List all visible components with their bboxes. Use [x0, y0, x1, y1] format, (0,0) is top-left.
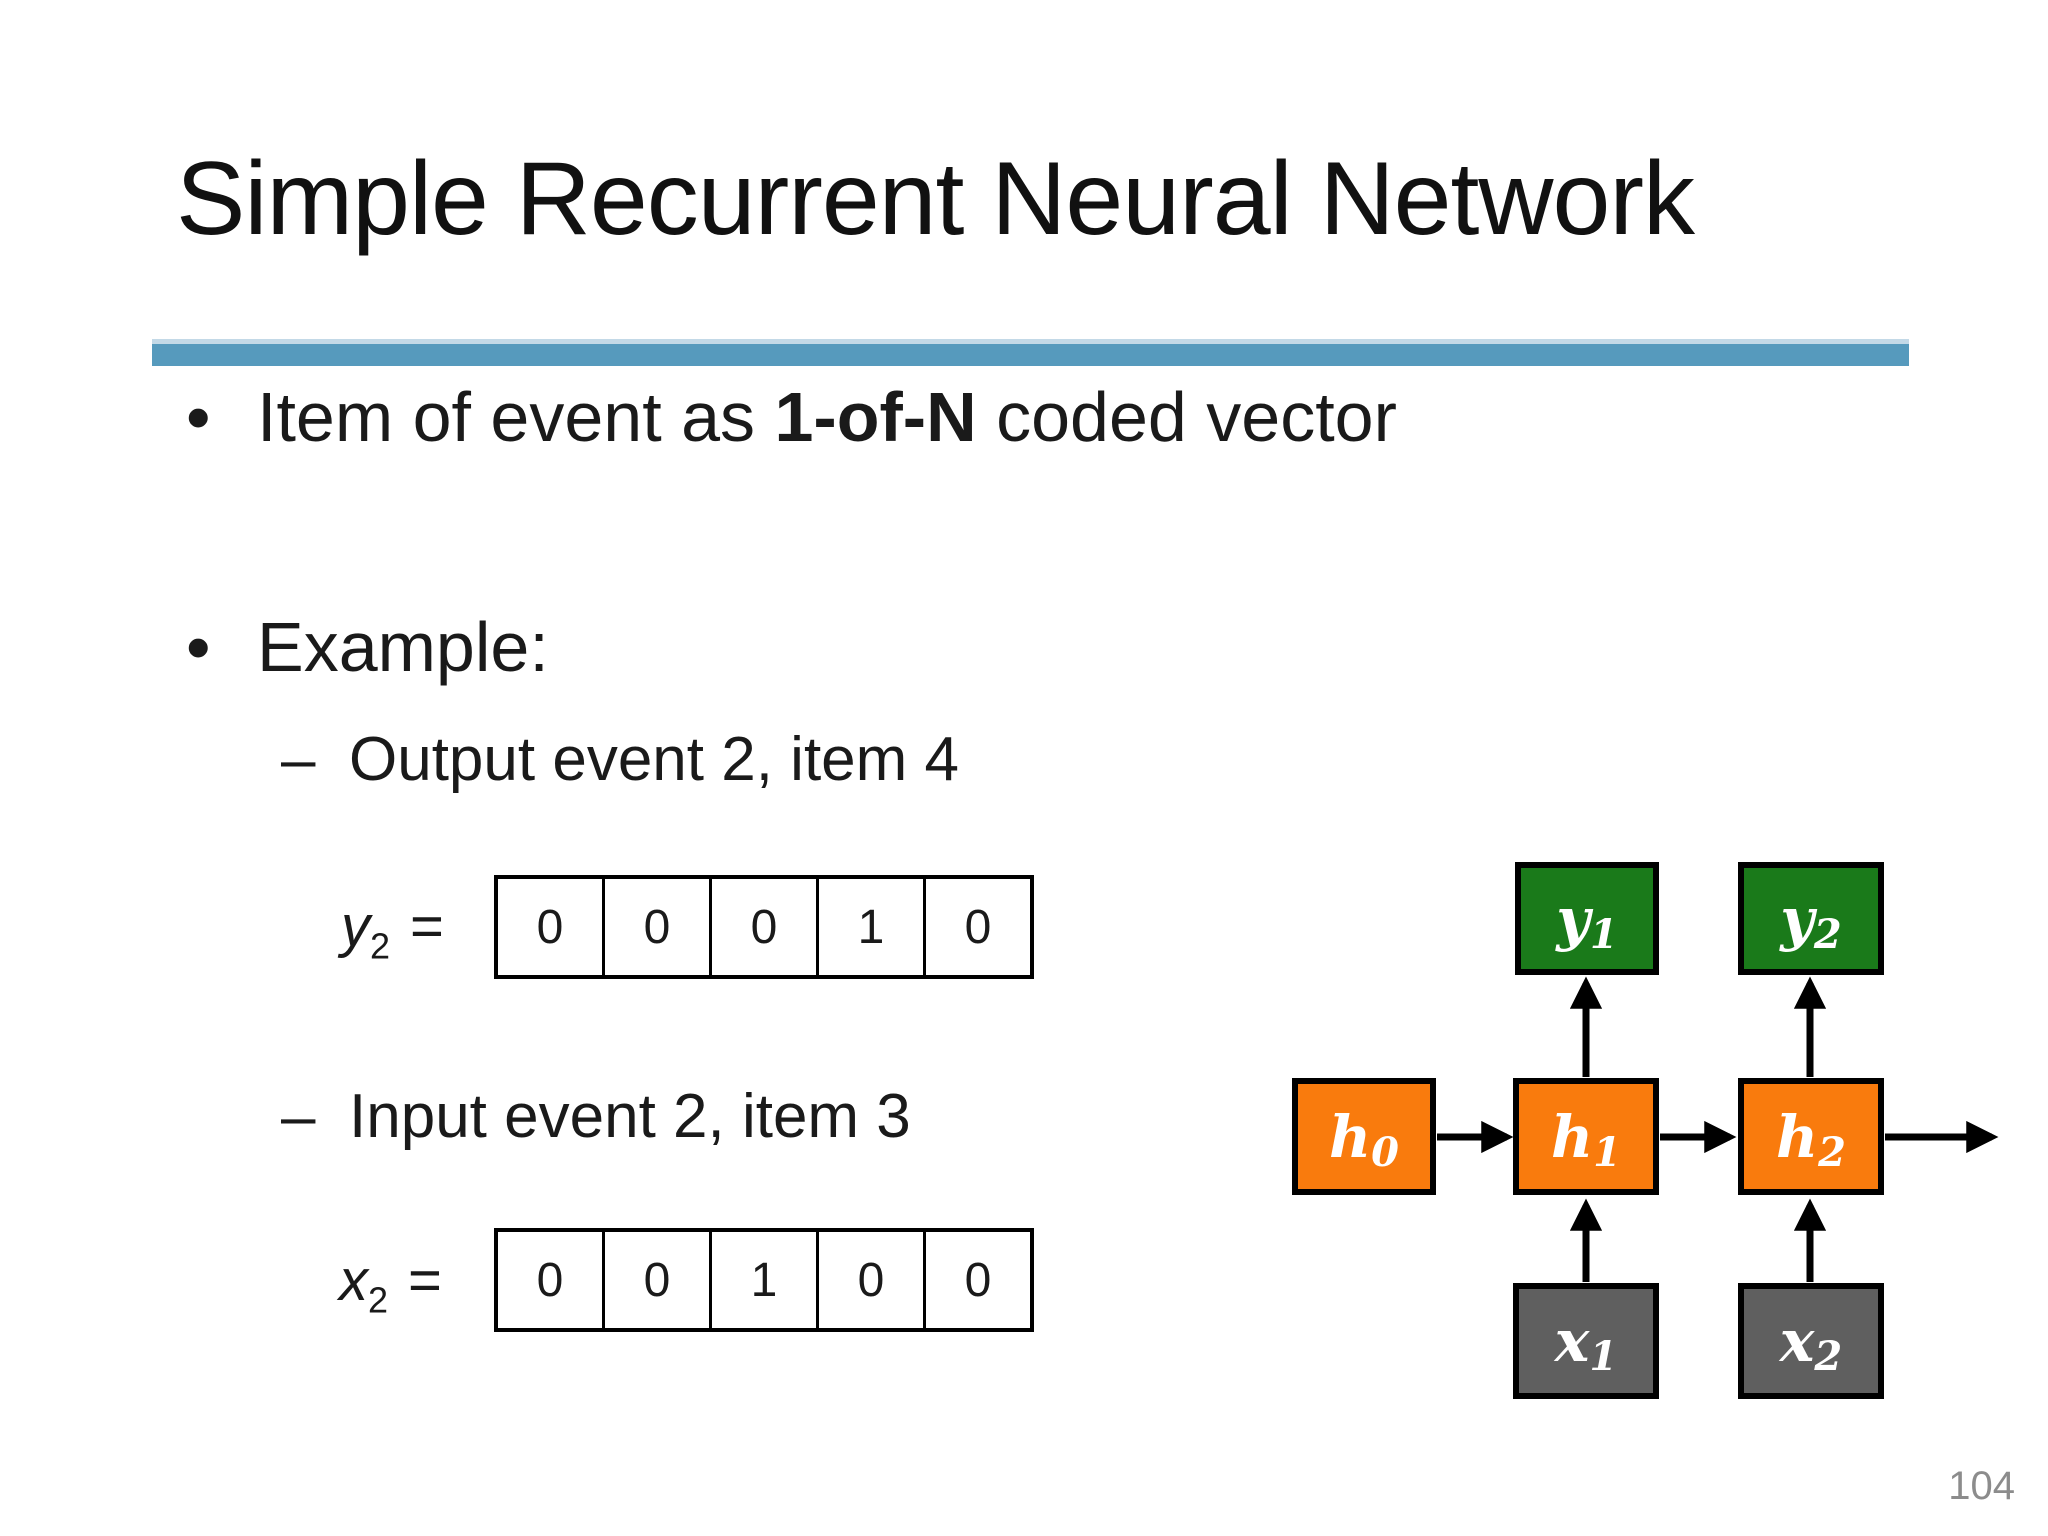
x2-label-subscript: 2: [368, 1279, 389, 1321]
node-h1-subscript: 1: [1593, 1128, 1621, 1176]
vector-y2-cell: 0: [712, 879, 819, 975]
vector-y2-cell: 0: [964, 900, 992, 954]
vector-x2-cell: 0: [605, 1232, 712, 1328]
node-y2-subscript: 2: [1813, 910, 1842, 958]
node-h2-label: h: [1775, 1102, 1819, 1171]
node-h0-label: h: [1328, 1102, 1372, 1171]
y2-label-subscript: 2: [370, 925, 391, 967]
vector-x2-cell: 0: [964, 1253, 992, 1307]
sub-bullet-dash: –: [281, 725, 316, 794]
y2-label-letter: y: [341, 894, 370, 959]
node-x2-subscript: 2: [1814, 1333, 1843, 1380]
vector-x2: 0 0 1 0 0: [494, 1228, 1034, 1332]
title-divider: [152, 339, 1909, 366]
x2-equals-sign: =: [408, 1248, 442, 1313]
node-y2-label: y: [1780, 884, 1814, 953]
vector-y2: 0 0 0 1 0: [494, 875, 1034, 979]
bullet-marker: •: [186, 378, 211, 456]
x2-label-letter: x: [339, 1248, 368, 1313]
vector-y2-cell: 1: [819, 879, 926, 975]
bullet1-prefix: Item of event as: [257, 378, 775, 456]
slide-title: Simple Recurrent Neural Network: [176, 141, 1695, 257]
node-h2-subscript: 2: [1818, 1128, 1846, 1176]
sub-bullet-output-event: Output event 2, item 4: [349, 725, 960, 794]
vector-label-y2: y2=: [341, 898, 444, 965]
node-x2-label: x: [1779, 1307, 1815, 1375]
diagram-arrows: [1437, 976, 1999, 1282]
node-h0-subscript: 0: [1371, 1128, 1399, 1176]
bullet-item-coded-vector: Item of event as 1-of-N coded vector: [257, 382, 1397, 452]
vector-label-x2: x2=: [339, 1252, 442, 1319]
vector-y2-cell: 0: [498, 879, 605, 975]
vector-x2-cell: 1: [712, 1232, 819, 1328]
bullet1-suffix: coded vector: [976, 378, 1397, 456]
y2-equals-sign: =: [410, 894, 444, 959]
sub-bullet-input-event: Input event 2, item 3: [349, 1082, 911, 1151]
bullet1-bold: 1-of-N: [774, 378, 977, 456]
vector-y2-cell: 0: [605, 879, 712, 975]
sub-bullet-dash: –: [281, 1082, 316, 1151]
page-number: 104: [1948, 1464, 2015, 1508]
vector-x2-cell: 0: [498, 1232, 605, 1328]
bullet-example: Example:: [257, 608, 549, 686]
node-h1-label: h: [1550, 1102, 1594, 1171]
vector-x2-cell: 0: [819, 1232, 926, 1328]
bullet-marker: •: [186, 608, 211, 686]
node-x1-subscript: 1: [1589, 1333, 1618, 1380]
node-y1-subscript: 1: [1589, 910, 1618, 958]
node-y1-label: y: [1556, 884, 1590, 953]
node-x1-label: x: [1554, 1307, 1590, 1375]
